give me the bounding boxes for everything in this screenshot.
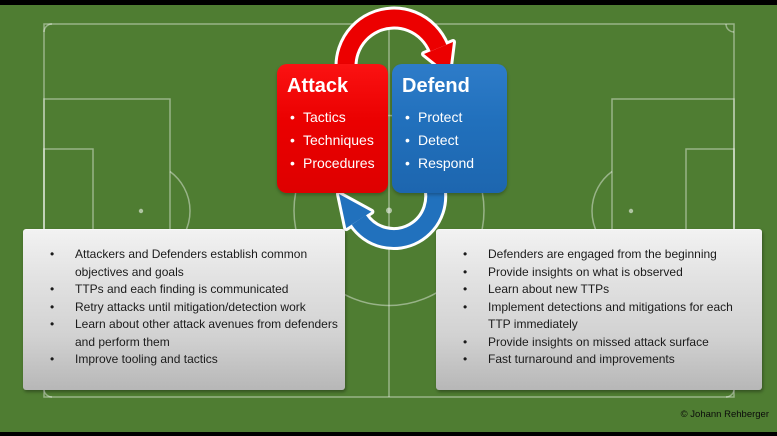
defend-detail-item: Defenders are engaged from the beginning	[436, 246, 742, 264]
defend-to-attack-arrow-icon	[336, 174, 448, 251]
defend-detail-item: Implement detections and mitigations for…	[436, 299, 742, 334]
defend-detail-list: Defenders are engaged from the beginning…	[436, 246, 762, 369]
attack-detail-item: Improve tooling and tactics	[23, 351, 341, 369]
top-letterbox-bar	[0, 0, 777, 5]
attack-box-list-item: Techniques	[277, 129, 388, 152]
attack-box-list-item: Tactics	[277, 106, 388, 129]
attack-detail-item: Attackers and Defenders establish common…	[23, 246, 341, 281]
bottom-letterbox-bar	[0, 432, 777, 436]
defend-box-title: Defend	[402, 75, 470, 97]
defend-detail-item: Provide insights on what is observed	[436, 264, 742, 282]
defend-box: Defend ProtectDetectRespond	[392, 64, 507, 193]
attack-detail-item: Learn about other attack avenues from de…	[23, 316, 341, 351]
attack-detail-item: Retry attacks until mitigation/detection…	[23, 299, 341, 317]
attack-detail-list: Attackers and Defenders establish common…	[23, 246, 345, 369]
defend-box-list-item: Respond	[392, 152, 507, 175]
defend-detail-item: Fast turnaround and improvements	[436, 351, 742, 369]
attack-box-title: Attack	[287, 75, 349, 97]
defend-detail-panel: Defenders are engaged from the beginning…	[436, 229, 762, 390]
defend-detail-item: Learn about new TTPs	[436, 281, 742, 299]
pitch-spots	[138, 207, 634, 214]
attack-box: Attack TacticsTechniquesProcedures	[277, 64, 388, 193]
attack-box-list: TacticsTechniquesProcedures	[277, 106, 388, 175]
copyright-text: © Johann Rehberger	[680, 409, 769, 420]
defend-box-list-item: Protect	[392, 106, 507, 129]
defend-box-list: ProtectDetectRespond	[392, 106, 507, 175]
defend-box-list-item: Detect	[392, 129, 507, 152]
attack-detail-item: TTPs and each finding is communicated	[23, 281, 341, 299]
attack-box-list-item: Procedures	[277, 152, 388, 175]
attack-detail-panel: Attackers and Defenders establish common…	[23, 229, 345, 390]
defend-detail-item: Provide insights on missed attack surfac…	[436, 334, 742, 352]
